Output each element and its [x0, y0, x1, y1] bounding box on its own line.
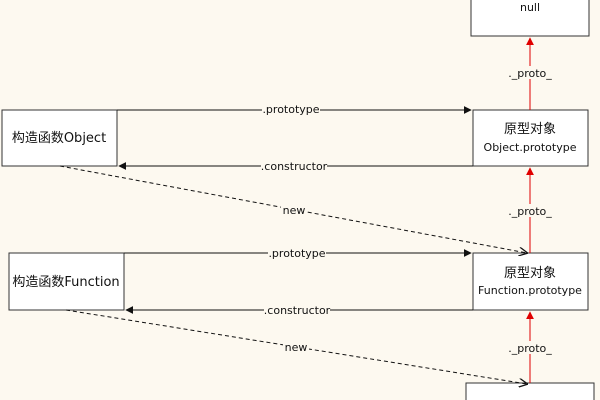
edge-proto-top: ._proto_ [505, 37, 555, 110]
edge-function-constructor-label: .constructor [264, 304, 331, 317]
edge-function-prototype-label: .prototype [268, 247, 325, 260]
edge-proto-top-label: ._proto_ [508, 67, 552, 80]
function-prototype-node: 原型对象 Function.prototype [472, 252, 589, 311]
function-prototype-title: 原型对象 [504, 266, 556, 281]
object-constructor-label: 构造函数Object [12, 131, 106, 146]
object-prototype-title: 原型对象 [504, 122, 556, 137]
edge-proto-bottom-label: ._proto_ [508, 342, 552, 355]
edge-proto-middle-label: ._proto_ [508, 205, 552, 218]
edge-object-constructor: .constructor [118, 159, 473, 173]
object-prototype-node: 原型对象 Object.prototype [472, 109, 589, 167]
edge-function-prototype: .prototype [124, 247, 472, 260]
object-prototype-subtitle: Object.prototype [484, 141, 577, 154]
edge-object-prototype: .prototype [117, 103, 472, 116]
edge-object-new-label: new [283, 204, 306, 217]
null-node: null [470, 0, 590, 37]
edge-function-new: new [65, 309, 527, 384]
function-prototype-subtitle: Function.prototype [478, 284, 582, 297]
function-constructor-label: 构造函数Function [12, 275, 119, 290]
bottom-node [465, 382, 595, 400]
edge-object-new: new [59, 165, 527, 253]
null-label: null [520, 1, 540, 14]
edge-object-prototype-label: .prototype [262, 103, 319, 116]
edge-function-constructor: .constructor [125, 303, 473, 317]
edge-function-new-label: new [285, 341, 308, 354]
edge-proto-bottom: ._proto_ [505, 311, 555, 383]
edge-proto-middle: ._proto_ [505, 167, 555, 253]
edge-object-constructor-label: .constructor [261, 160, 328, 173]
object-constructor-node: 构造函数Object [1, 109, 118, 167]
function-constructor-node: 构造函数Function [8, 252, 125, 311]
edge-object-new-line [59, 165, 527, 253]
